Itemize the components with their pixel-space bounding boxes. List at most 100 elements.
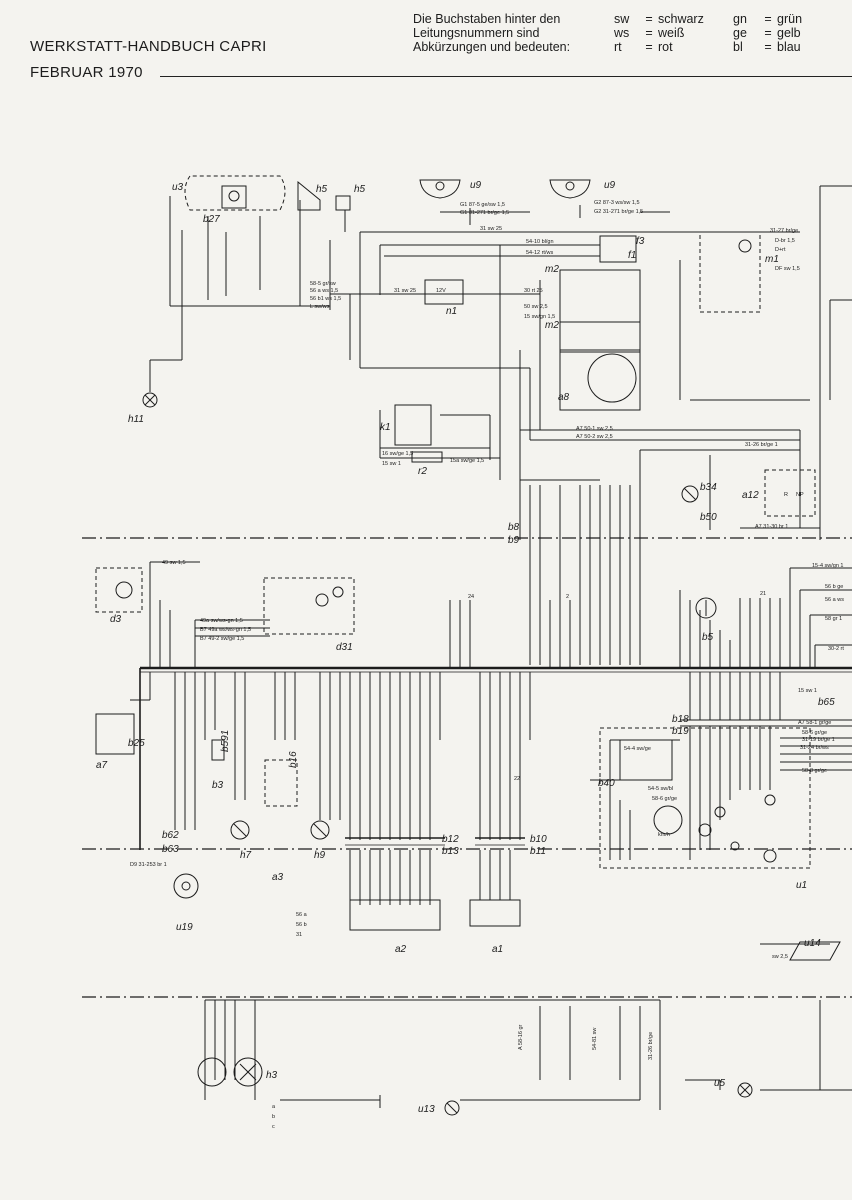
legend-entry: ws=weiß <box>614 26 685 40</box>
label-h11: h11 <box>128 414 144 425</box>
marker-b: b <box>272 1114 275 1120</box>
label-f3: f3 <box>636 236 645 247</box>
wire-label: 58-8 gr/ge <box>802 768 827 774</box>
label-n1: n1 <box>446 306 457 317</box>
wire-label: 49a sw/ws-gn 1,5 <box>200 618 243 624</box>
box-b40 <box>619 739 673 781</box>
legend-intro: Die Buchstaben hinter den Leitungsnummer… <box>413 12 570 54</box>
wire-label: sw 2,5 <box>772 954 788 960</box>
label-a12: a12 <box>742 490 759 501</box>
label-b11: b11 <box>530 846 546 857</box>
wire-label: 54-5 sw/bl <box>648 786 673 792</box>
label-b62: b62 <box>162 830 179 841</box>
wire-label: 58-6 gr/ge <box>652 796 677 802</box>
marker-c: c <box>272 1124 275 1130</box>
box-a2 <box>349 899 441 931</box>
legend-entry: gn=grün <box>733 12 803 26</box>
lamp-u3 <box>184 175 286 211</box>
wire-label: 15a sw/ge 1,5 <box>450 458 484 464</box>
label-b8: b8 <box>508 522 520 533</box>
wire-label: 15 sw/gn 1,5 <box>524 314 555 320</box>
box-f1-f3 <box>599 235 637 263</box>
wire-label: 54-81 sw <box>592 1028 598 1050</box>
label-u9a: u9 <box>470 180 482 191</box>
marker-22: 22 <box>514 776 520 782</box>
wire-label: 58 gr 1 <box>825 616 842 622</box>
wire-label: 31-24 br/ws <box>800 745 829 751</box>
wire-label: A7 50-2 sw 2,5 <box>576 434 613 440</box>
label-b16: b16 <box>288 751 299 768</box>
wire-label: 56 b ge <box>825 584 843 590</box>
label-a2: a2 <box>395 944 407 955</box>
label-u3: u3 <box>172 182 184 193</box>
marker-2: 2 <box>566 594 569 600</box>
lamp-h3 <box>197 1057 263 1087</box>
wire-label: 58-6 gr/ge <box>802 730 827 736</box>
wire-label: 31-27 br/ge <box>770 228 798 234</box>
lamp-b5 <box>695 597 717 619</box>
label-m1: m1 <box>765 254 779 265</box>
wire-label: 58-5 gr/sw <box>310 281 336 287</box>
marker-np: NP <box>796 492 804 498</box>
wire-label: 49 sw 1,5 <box>162 560 186 566</box>
wire-label: 15-4 sw/gn 1 <box>812 563 844 569</box>
box-u1 <box>599 727 811 869</box>
label-h5b: h5 <box>354 184 366 195</box>
label-b3: b3 <box>212 780 224 791</box>
marker-24: 24 <box>468 594 474 600</box>
markers: 24 21 22 2 56 a 56 b 31 a b c km/h R NP <box>272 492 804 1130</box>
marker-r: R <box>784 492 788 498</box>
legend-entry: rt=rot <box>614 40 673 54</box>
label-u9b: u9 <box>604 180 616 191</box>
label-b5: b5 <box>702 632 714 643</box>
label-u14: u14 <box>804 938 821 949</box>
label-a8: a8 <box>558 392 570 403</box>
box-b16 <box>264 759 298 807</box>
lamp-h7 <box>230 820 250 840</box>
wire-label: 16 sw/ge 1,5 <box>382 451 413 457</box>
label-h5a: h5 <box>316 184 328 195</box>
middle-harness <box>149 561 852 668</box>
label-d31: d31 <box>336 642 353 653</box>
legend-entry: sw=schwarz <box>614 12 704 26</box>
wire-label: 54-10 bl/gn <box>526 239 554 245</box>
marker-a: a <box>272 1104 276 1110</box>
horn-h5a <box>297 180 321 211</box>
wire-label: 56 a ws <box>825 597 844 603</box>
marker-31: 31 <box>296 932 302 938</box>
label-b34: b34 <box>700 482 717 493</box>
wire-label: D9 31-253 br 1 <box>130 862 167 868</box>
wire-label: L sw/ws <box>310 304 330 310</box>
label-d3: d3 <box>110 614 122 625</box>
header-rule <box>160 76 852 77</box>
wire-label: 56 b1 ws 1,5 <box>310 296 341 302</box>
wire-label: A7 50-1 sw 2,5 <box>576 426 613 432</box>
label-b27: b27 <box>203 214 220 225</box>
wire-label: D+rt <box>775 247 786 253</box>
label-f1: f1 <box>628 250 636 261</box>
main-harness <box>139 666 852 850</box>
label-b10: b10 <box>530 834 547 845</box>
wire-label: 31-19 br/ge 1 <box>802 737 835 743</box>
label-r2: r2 <box>418 466 427 477</box>
lamp-u9-left <box>419 179 461 199</box>
bottom-harness <box>204 999 852 1110</box>
box-d31 <box>263 577 355 635</box>
wire-label: A7 31-30 br 1 <box>755 524 788 530</box>
label-m2b: m2 <box>545 320 559 331</box>
lamp-h11 <box>142 392 158 408</box>
marker-kmh: km/h <box>658 832 670 838</box>
label-b50: b50 <box>700 512 717 523</box>
section-dividers <box>82 537 852 998</box>
wire-label: 30-2 rt <box>828 646 844 652</box>
lamp-u13 <box>444 1100 460 1116</box>
lamp-u19 <box>173 873 199 899</box>
wire-label: 31-26 br/ge <box>648 1032 654 1060</box>
box-a7 <box>95 713 135 755</box>
component-labels: u3 h5 h5 b27 h11 u9 u9 m1 m2 m2 f1 f3 n1… <box>96 180 835 1115</box>
label-u13: u13 <box>418 1104 435 1115</box>
wire-label: G1 31-271 br/ge 1,5 <box>460 210 509 216</box>
legend-entry: ge=gelb <box>733 26 801 40</box>
label-u19: u19 <box>176 922 193 933</box>
wire-label: G1 87-5 ge/sw 1,5 <box>460 202 505 208</box>
